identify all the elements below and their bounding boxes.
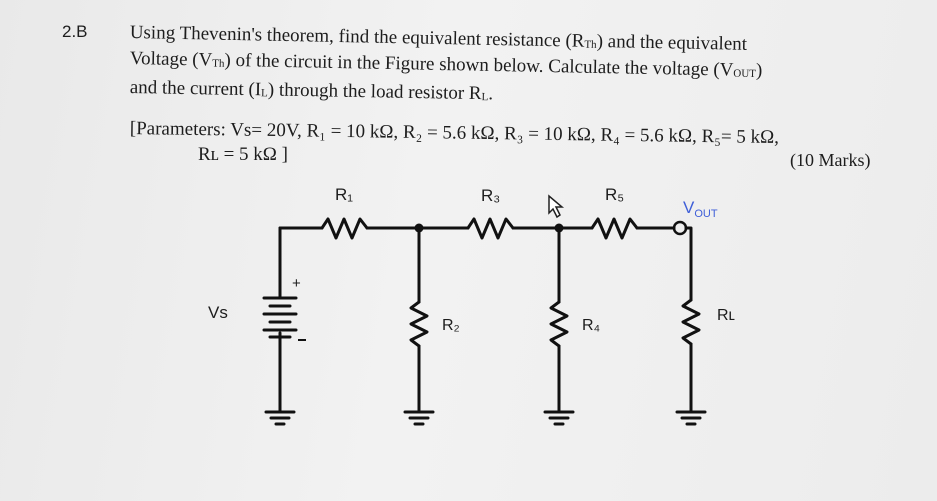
label-vout-sub: OUT bbox=[694, 208, 718, 220]
wire-top-left bbox=[278, 226, 324, 292]
cursor-icon bbox=[548, 194, 565, 219]
ground-icon bbox=[543, 410, 575, 426]
marks-label: (10 Marks) bbox=[790, 150, 871, 170]
label-r1: R₁ bbox=[335, 185, 353, 204]
label-rl: Rʟ bbox=[717, 307, 735, 324]
junction-dot bbox=[554, 223, 564, 233]
ground-icon bbox=[264, 410, 296, 426]
label-r3: R₃ bbox=[481, 186, 500, 205]
resistor-r4 bbox=[549, 300, 569, 348]
resistor-r2 bbox=[409, 300, 429, 348]
battery-icon bbox=[262, 296, 298, 339]
label-vout-v: V bbox=[683, 198, 695, 217]
ground-icon bbox=[403, 410, 435, 426]
label-r2: R₂ bbox=[442, 317, 460, 334]
label-r4: R₄ bbox=[582, 317, 600, 334]
resistor-rl bbox=[681, 298, 701, 346]
resistor-r3 bbox=[466, 217, 515, 240]
resistor-r5 bbox=[590, 217, 639, 240]
parameters-line-2: Rʟ = 5 kΩ ] bbox=[198, 144, 288, 165]
junction-dot bbox=[414, 223, 424, 233]
ground-icon bbox=[675, 410, 707, 426]
label-vs: Vs bbox=[208, 303, 228, 322]
resistor-r1 bbox=[320, 217, 369, 240]
label-r5: R₅ bbox=[605, 185, 624, 204]
wire-right bbox=[684, 226, 693, 302]
label-vout: VOUT bbox=[683, 198, 718, 220]
label-plus: + bbox=[292, 275, 301, 292]
question-number: 2.B bbox=[62, 22, 88, 41]
output-terminal bbox=[672, 220, 688, 236]
